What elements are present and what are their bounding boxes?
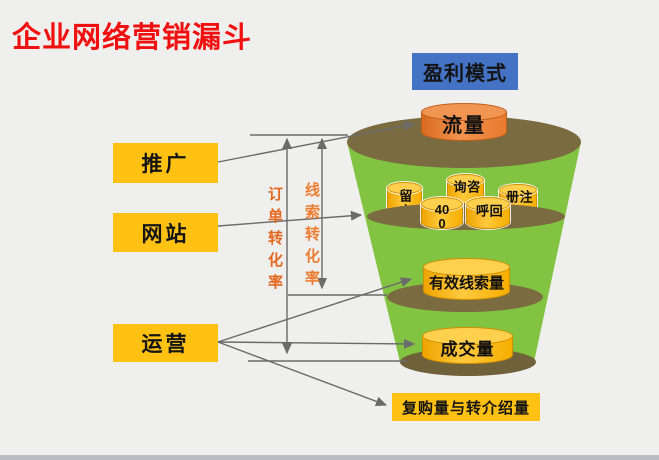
bottom-divider-bar — [0, 455, 659, 460]
arrow-website-to-channels — [217, 210, 363, 227]
cylinder-effective-leads: 有效线索量 — [423, 258, 510, 300]
cylinder-label-text: 400 — [434, 201, 450, 231]
arrow-operations-to-deals — [217, 338, 416, 349]
source-box-website: 网站 — [113, 213, 218, 252]
cylinder-label: 回呼 — [474, 204, 503, 218]
cylinder-callback: 回呼 — [466, 197, 510, 229]
source-box-operations: 运营 — [113, 324, 218, 362]
arrow-operations-to-repurchase — [217, 341, 388, 407]
cylinder-label: 400 — [421, 201, 463, 231]
cylinder-label: 流量 — [442, 115, 486, 137]
profit-model-box: 盈利模式 — [412, 53, 518, 90]
source-box-promotion: 推广 — [113, 143, 218, 183]
cylinder-traffic: 流量 — [421, 103, 507, 141]
arrow-promotion-to-traffic — [217, 120, 416, 163]
cylinder-label: 有效线索量 — [428, 274, 504, 292]
cylinder-deals: 成交量 — [422, 327, 513, 364]
order-conversion-rate-label: 订单转化率 — [266, 186, 283, 296]
cylinder-label: 成交量 — [440, 340, 495, 360]
repurchase-referral-box: 复购量与转介绍量 — [392, 393, 540, 421]
lead-conversion-rate-label: 线索转化率 — [303, 182, 320, 292]
page-title: 企业网络营销漏斗 — [12, 22, 253, 54]
cylinder-400: 400 — [421, 197, 463, 231]
